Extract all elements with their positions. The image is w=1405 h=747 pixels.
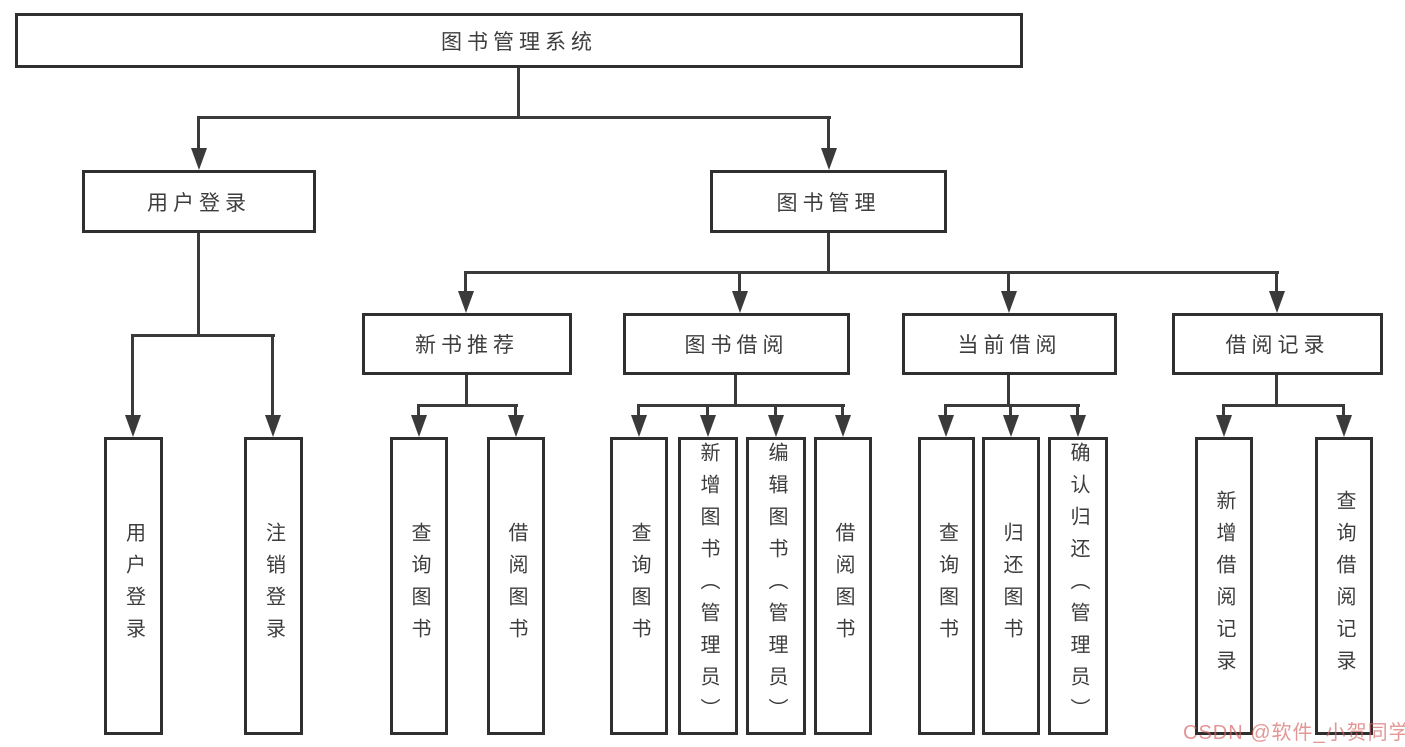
connector-line (1007, 375, 1010, 407)
connector-line (827, 116, 830, 150)
node-user-login: 用户登录 (82, 170, 316, 233)
connector-line (197, 116, 200, 150)
arrow-down-icon (1336, 415, 1352, 437)
leaf-query-books-current: 查询图书 (918, 437, 975, 735)
connector-line (1222, 404, 1225, 418)
leaf-borrow-books-recommend: 借阅图书 (487, 437, 545, 735)
node-book-borrowing: 图书借阅 (623, 313, 850, 375)
connector-line (271, 334, 274, 417)
connector-line (131, 334, 134, 417)
arrow-down-icon (938, 415, 954, 437)
leaf-label: 新增借阅记录 (1213, 490, 1235, 682)
arrow-down-icon (1003, 415, 1019, 437)
connector-line (637, 404, 845, 407)
leaf-add-borrow-record: 新增借阅记录 (1195, 437, 1253, 735)
leaf-label: 用户登录 (122, 522, 145, 650)
connector-line (1275, 271, 1278, 294)
connector-line (1009, 404, 1012, 418)
arrow-down-icon (631, 415, 647, 437)
leaf-label: 查询图书 (628, 522, 650, 650)
connector-line (827, 233, 830, 274)
node-label: 图书管理系统 (441, 30, 597, 54)
leaf-label: 确认归还（管理员） (1067, 442, 1089, 730)
connector-line (734, 375, 737, 407)
node-new-book-recommend: 新书推荐 (362, 313, 572, 375)
arrow-down-icon (700, 415, 716, 437)
connector-line (1275, 375, 1278, 407)
leaf-edit-books-admin: 编辑图书（管理员） (746, 437, 806, 735)
arrow-down-icon (768, 415, 784, 437)
leaf-label: 注销登录 (262, 522, 285, 650)
node-label: 当前借阅 (957, 334, 1062, 357)
connector-line (417, 404, 518, 407)
leaf-add-books-admin: 新增图书（管理员） (678, 437, 738, 735)
connector-line (417, 404, 420, 418)
leaf-label: 归还图书 (1000, 522, 1022, 650)
node-label: 新书推荐 (415, 334, 519, 357)
connector-line (774, 404, 777, 418)
arrow-down-icon (1001, 291, 1017, 313)
leaf-borrow-books: 借阅图书 (814, 437, 872, 735)
node-label: 用户登录 (147, 191, 251, 215)
connector-line (464, 271, 1279, 274)
leaf-logout: 注销登录 (244, 437, 303, 735)
connector-line (1222, 404, 1345, 407)
leaf-query-books-recommend: 查询图书 (390, 437, 448, 735)
connector-line (637, 404, 640, 418)
arrow-down-icon (835, 415, 851, 437)
arrow-down-icon (508, 415, 524, 437)
node-label: 借阅记录 (1225, 334, 1330, 357)
node-current-borrowing: 当前借阅 (902, 313, 1117, 375)
arrow-down-icon (125, 415, 141, 437)
leaf-query-books-borrowing: 查询图书 (610, 437, 668, 735)
leaf-label: 借阅图书 (832, 522, 854, 650)
leaf-label: 查询借阅记录 (1333, 490, 1355, 682)
arrow-down-icon (821, 148, 837, 170)
leaf-query-borrow-record: 查询借阅记录 (1315, 437, 1373, 735)
connector-line (198, 116, 831, 119)
csdn-watermark: CSDN @软件_小贺同学 (1183, 722, 1405, 744)
leaf-label: 借阅图书 (505, 522, 527, 650)
arrow-down-icon (458, 291, 474, 313)
connector-line (464, 271, 467, 294)
connector-line (465, 375, 468, 407)
arrow-down-icon (1269, 291, 1285, 313)
connector-line (1342, 404, 1345, 418)
node-book-management: 图书管理 (710, 170, 947, 233)
arrow-down-icon (191, 148, 207, 170)
node-borrowing-records: 借阅记录 (1172, 313, 1383, 375)
leaf-user-login: 用户登录 (104, 437, 163, 735)
leaf-label: 新增图书（管理员） (697, 442, 719, 730)
leaf-label: 编辑图书（管理员） (765, 442, 787, 730)
arrow-down-icon (1216, 415, 1232, 437)
leaf-return-books: 归还图书 (982, 437, 1040, 735)
node-label: 图书借阅 (684, 334, 789, 357)
arrow-down-icon (732, 291, 748, 313)
leaf-label: 查询图书 (935, 522, 958, 650)
leaf-confirm-return-admin: 确认归还（管理员） (1048, 437, 1108, 735)
arrow-down-icon (1070, 415, 1086, 437)
node-library-system: 图书管理系统 (15, 13, 1023, 68)
arrow-down-icon (411, 415, 427, 437)
connector-line (944, 404, 947, 418)
arrow-down-icon (265, 415, 281, 437)
connector-line (514, 404, 517, 418)
connector-line (1076, 404, 1079, 418)
connector-line (1007, 271, 1010, 294)
connector-line (841, 404, 844, 418)
connector-line (131, 334, 275, 337)
connector-line (197, 233, 200, 336)
connector-line (738, 271, 741, 294)
leaf-label: 查询图书 (408, 522, 430, 650)
node-label: 图书管理 (776, 191, 881, 215)
connector-line (944, 404, 1080, 407)
connector-line (517, 68, 520, 118)
connector-line (706, 404, 709, 418)
